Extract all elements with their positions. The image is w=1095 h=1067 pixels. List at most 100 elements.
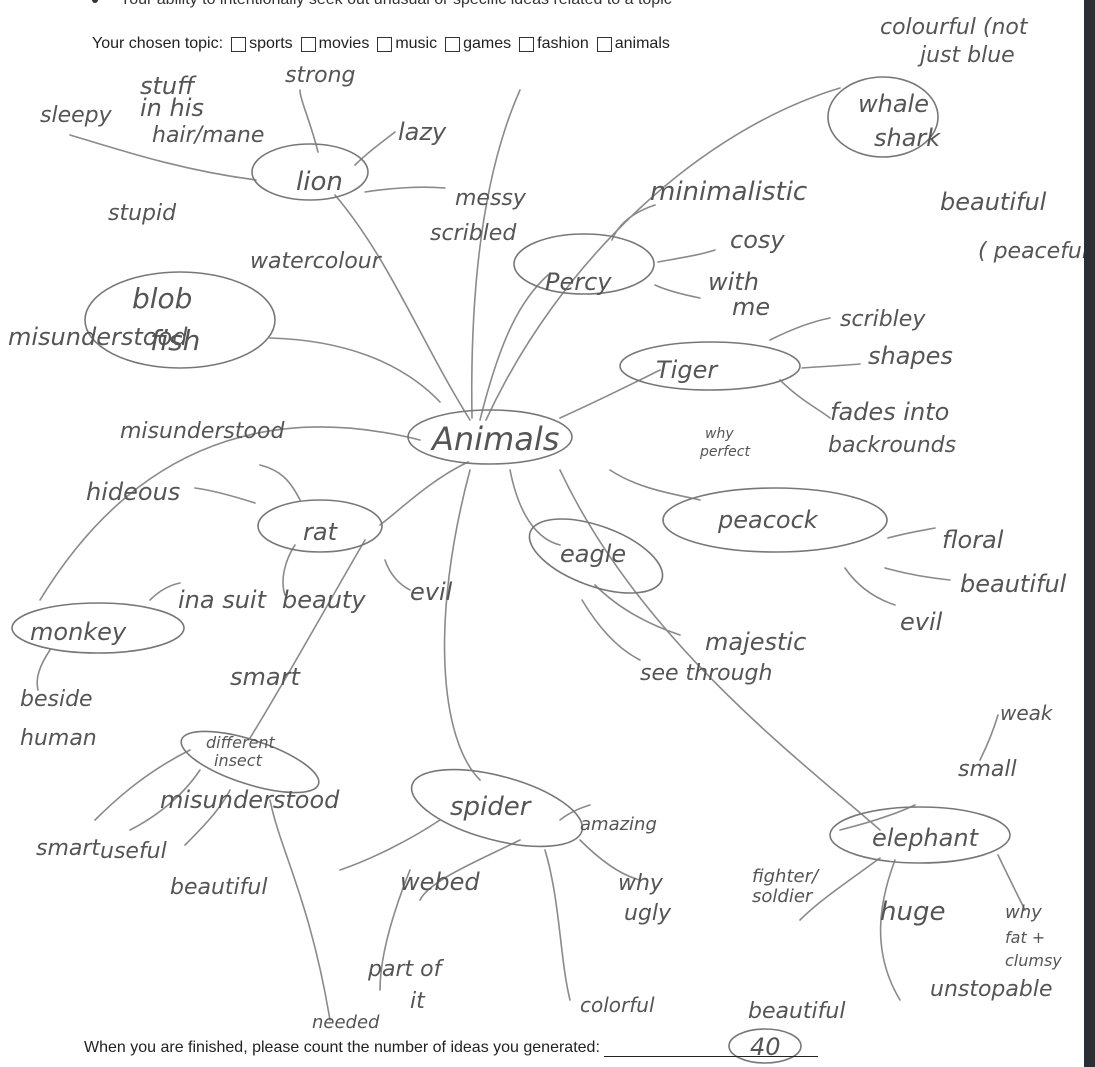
node-monkey	[11, 602, 185, 654]
node-label: lion	[296, 167, 343, 197]
topic-label: Your chosen topic:	[92, 35, 224, 52]
topic-option-games[interactable]: games	[445, 35, 511, 53]
idea-label: with	[708, 268, 759, 296]
node-lion	[251, 143, 369, 201]
idea-label: colorful	[580, 993, 655, 1017]
topic-selector: Your chosen topic: sports movies music g…	[92, 35, 670, 53]
idea-label: fades into	[830, 398, 949, 426]
node-label: peacock	[717, 506, 819, 534]
node-tiger	[619, 341, 801, 391]
idea-label: why	[1005, 902, 1042, 923]
node-label: fish	[150, 324, 200, 357]
idea-label: amazing	[580, 814, 657, 835]
count-circle	[728, 1028, 802, 1064]
checkbox[interactable]	[377, 36, 393, 52]
idea-label: small	[958, 757, 1017, 782]
idea-label: beauty	[282, 586, 366, 614]
node-label: eagle	[560, 540, 626, 568]
node-label: rat	[303, 518, 339, 546]
idea-label: stupid	[108, 201, 177, 226]
idea-label: beautiful	[960, 570, 1067, 598]
bullet-dot	[92, 0, 98, 3]
idea-label: messy	[455, 186, 527, 211]
topic-option-sports[interactable]: sports	[231, 35, 293, 53]
idea-label: ( peaceful	[978, 239, 1084, 264]
node-label: elephant	[872, 824, 980, 852]
idea-label: beside	[20, 687, 93, 712]
idea-label: scribley	[840, 307, 926, 332]
instruction-text: Your ability to intentionally seek out u…	[120, 0, 672, 8]
node-label: shark	[874, 124, 941, 152]
idea-label: me	[732, 293, 770, 321]
checkbox[interactable]	[231, 36, 247, 52]
node-label: blob	[132, 282, 192, 315]
node-label: insect	[214, 751, 263, 770]
idea-label: why	[618, 871, 664, 896]
checkbox[interactable]	[519, 36, 535, 52]
node-percy	[513, 233, 655, 295]
idea-label: watercolour	[250, 249, 383, 274]
idea-label: evil	[900, 608, 943, 636]
idea-label: why	[705, 426, 734, 442]
idea-label: beautiful	[748, 999, 845, 1024]
idea-label: it	[410, 989, 426, 1014]
node-label: different	[206, 733, 276, 752]
idea-label: human	[20, 726, 97, 751]
idea-label: floral	[942, 526, 1004, 554]
node-label: spider	[450, 792, 533, 822]
idea-label: sleepy	[40, 103, 113, 128]
idea-label: fighter/	[752, 866, 820, 887]
idea-label: smart	[230, 663, 301, 691]
idea-label: useful	[100, 839, 167, 864]
node-elephant	[829, 806, 1011, 864]
idea-label: shapes	[868, 342, 953, 370]
idea-label: hair/mane	[152, 123, 264, 148]
mind-map-labels: Animals whale shark colourful (not just …	[8, 15, 1084, 1061]
idea-label: beautiful	[170, 875, 267, 900]
checkbox[interactable]	[300, 36, 316, 52]
idea-label: weak	[1000, 701, 1054, 725]
checkbox[interactable]	[445, 36, 461, 52]
idea-label: colourful (not	[880, 15, 1029, 40]
mind-map-nodes	[11, 76, 1011, 1064]
idea-label: beautiful	[940, 188, 1047, 216]
node-whale-shark	[827, 76, 939, 158]
checkbox[interactable]	[596, 36, 612, 52]
idea-label: ina suit	[178, 586, 268, 614]
center-label: Animals	[430, 420, 559, 458]
topic-option-animals[interactable]: animals	[596, 35, 670, 53]
instruction-bullet: Your ability to intentionally seek out u…	[92, 0, 672, 9]
idea-label: lazy	[398, 118, 447, 146]
idea-label: in his	[140, 94, 204, 122]
page-edge	[1084, 0, 1095, 1067]
idea-label: just blue	[917, 43, 1015, 68]
idea-label: clumsy	[1005, 951, 1062, 970]
node-blobfish	[84, 271, 276, 369]
node-rat	[257, 499, 383, 553]
idea-label: smart	[36, 836, 101, 861]
idea-label: strong	[285, 63, 356, 88]
idea-label: huge	[880, 897, 945, 927]
count-answer-line[interactable]	[603, 1038, 818, 1057]
idea-label: ugly	[624, 901, 672, 926]
idea-label: backrounds	[828, 433, 956, 458]
idea-label: soldier	[752, 886, 814, 907]
count-prompt: When you are finished, please count the …	[84, 1038, 818, 1057]
node-spider	[410, 768, 584, 848]
count-prompt-text: When you are finished, please count the …	[84, 1039, 600, 1056]
idea-label: minimalistic	[650, 177, 807, 207]
topic-option-fashion[interactable]: fashion	[519, 35, 589, 53]
idea-label: misunderstood	[8, 323, 188, 351]
topic-option-movies[interactable]: movies	[300, 35, 369, 53]
node-eagle	[528, 518, 664, 594]
idea-label: part of	[367, 957, 445, 982]
topic-option-music[interactable]: music	[377, 35, 437, 53]
mind-map-connectors	[36, 87, 1026, 1021]
idea-label: webed	[400, 868, 480, 896]
idea-label: perfect	[699, 444, 750, 460]
idea-label: majestic	[705, 628, 806, 656]
node-label: Tiger	[656, 356, 719, 384]
node-label: Percy	[545, 268, 612, 296]
idea-label: scribled	[430, 221, 517, 246]
